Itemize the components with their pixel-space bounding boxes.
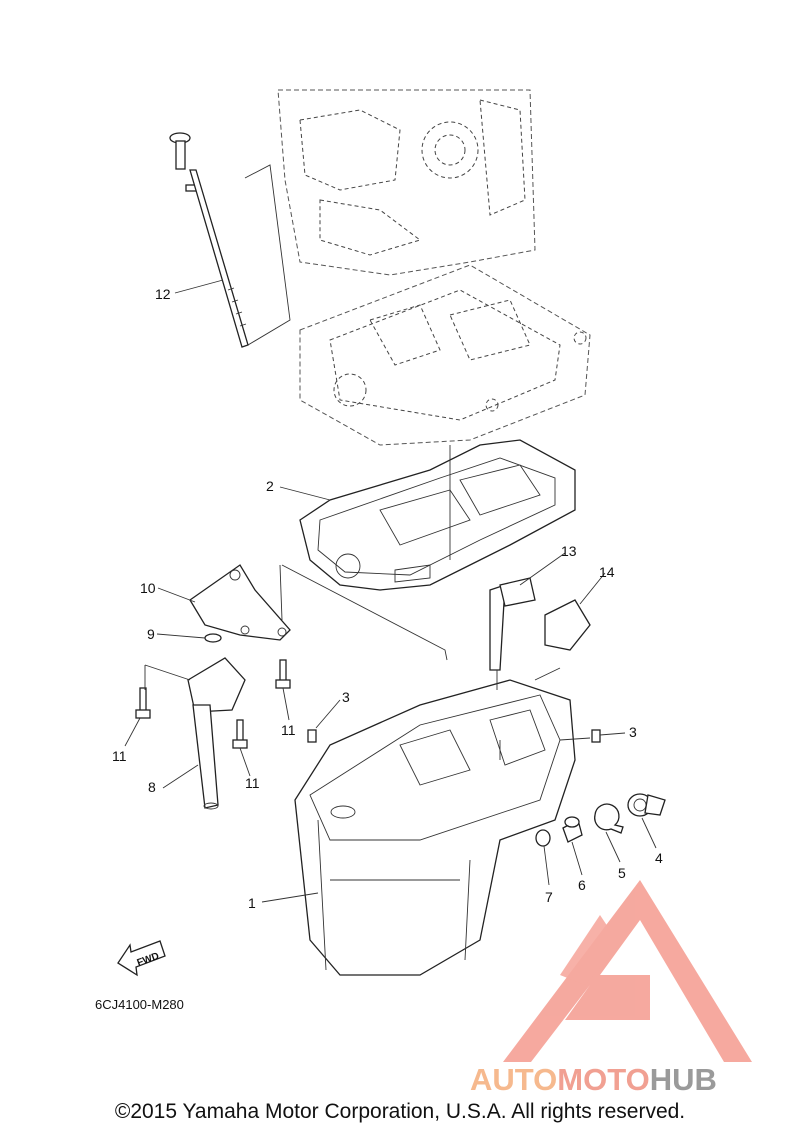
part-label-14: 14: [599, 564, 615, 580]
relation-line-strainer: [279, 564, 448, 661]
watermark-auto: AUTO: [470, 1062, 557, 1097]
grommet: [544, 599, 591, 651]
part-label-4: 4: [655, 850, 663, 866]
part-label-11-left: 11: [112, 748, 127, 764]
dipstick-bracket-line: [244, 164, 291, 346]
part-label-5: 5: [618, 865, 626, 881]
automotohub-logo: [503, 880, 752, 1062]
watermark-text: AUTOMOTOHUB: [470, 1062, 717, 1097]
bolt-right: [275, 659, 291, 689]
bolt-mid: [232, 719, 248, 749]
drawing-code: 6CJ4100-M280: [95, 997, 184, 1012]
oil-hose: [489, 577, 536, 671]
part-label-7: 7: [545, 889, 553, 905]
engine-base-plate: [299, 264, 591, 446]
oil-strainer-assembly: [187, 564, 291, 810]
relation-line-pan: [144, 664, 591, 760]
leader-lines: [124, 279, 657, 903]
oil-pan: [294, 679, 576, 976]
part-label-3-left: 3: [342, 689, 350, 705]
engine-block-upper: [277, 89, 536, 276]
watermark-moto: MOTO: [557, 1062, 649, 1097]
hose-joint: [627, 793, 666, 817]
logo-triangle-icon: [503, 880, 752, 1062]
relation-line-hose: [496, 667, 561, 690]
drain-gasket: [535, 829, 551, 847]
part-label-13: 13: [561, 543, 577, 559]
dowel-pin-left: [307, 729, 317, 743]
drain-plug: [562, 816, 583, 843]
part-label-11-right: 11: [281, 722, 296, 738]
hose-clamp: [594, 803, 624, 834]
part-label-10: 10: [140, 580, 156, 596]
gasket: [299, 439, 576, 591]
part-label-3-right: 3: [629, 724, 637, 740]
dowel-pin-right: [591, 729, 601, 743]
part-label-9: 9: [147, 626, 155, 642]
part-label-6: 6: [578, 877, 586, 893]
forward-direction-arrow: FWD: [117, 940, 166, 977]
bolt-left: [135, 687, 151, 719]
watermark-hub: HUB: [650, 1062, 717, 1097]
part-label-12: 12: [155, 286, 171, 302]
logo-inner-icon: [560, 915, 620, 985]
part-label-11-mid: 11: [245, 775, 260, 791]
part-label-1: 1: [248, 895, 256, 911]
copyright-text: ©2015 Yamaha Motor Corporation, U.S.A. A…: [114, 1100, 686, 1123]
part-label-8: 8: [148, 779, 156, 795]
oil-dipstick: [169, 132, 249, 348]
part-label-2: 2: [266, 478, 274, 494]
